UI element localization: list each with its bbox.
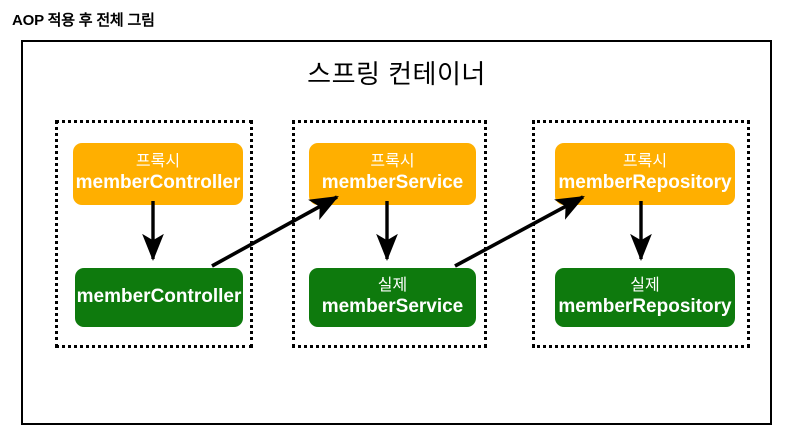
proxy-member-repository-node[interactable]: 프록시 memberRepository bbox=[555, 143, 735, 205]
real-member-service-node[interactable]: 실제 memberService bbox=[309, 268, 476, 327]
proxy-member-service-label-2: memberService bbox=[321, 172, 464, 194]
real-member-repository-label-2: memberRepository bbox=[558, 295, 732, 317]
member-controller-group: 프록시 memberController memberController bbox=[55, 120, 253, 348]
real-member-service-label-2: memberService bbox=[321, 295, 464, 317]
real-member-repository-node[interactable]: 실제 memberRepository bbox=[555, 268, 735, 327]
real-member-repository-label-1: 실제 bbox=[630, 276, 660, 294]
real-member-service-label-1: 실제 bbox=[377, 276, 408, 294]
proxy-member-controller-label-1: 프록시 bbox=[135, 153, 181, 171]
proxy-member-repository-label-1: 프록시 bbox=[622, 153, 668, 171]
proxy-member-controller-node[interactable]: 프록시 memberController bbox=[73, 143, 243, 205]
spring-container-frame: 스프링 컨테이너 프록시 memberController memberCont… bbox=[21, 40, 772, 425]
real-member-controller-label-2: memberController bbox=[76, 286, 242, 308]
spring-container-title: 스프링 컨테이너 bbox=[307, 59, 486, 89]
member-service-group: 프록시 memberService 실제 memberService bbox=[292, 120, 487, 348]
proxy-member-service-node[interactable]: 프록시 memberService bbox=[309, 143, 476, 205]
proxy-member-repository-label-2: memberRepository bbox=[558, 172, 732, 194]
member-repository-group: 프록시 memberRepository 실제 memberRepository bbox=[532, 120, 750, 348]
proxy-member-service-label-1: 프록시 bbox=[370, 153, 415, 171]
page-title: AOP 적용 후 전체 그림 bbox=[12, 12, 155, 29]
real-member-controller-node[interactable]: memberController bbox=[75, 268, 243, 327]
proxy-member-controller-label-2: memberController bbox=[75, 172, 241, 194]
